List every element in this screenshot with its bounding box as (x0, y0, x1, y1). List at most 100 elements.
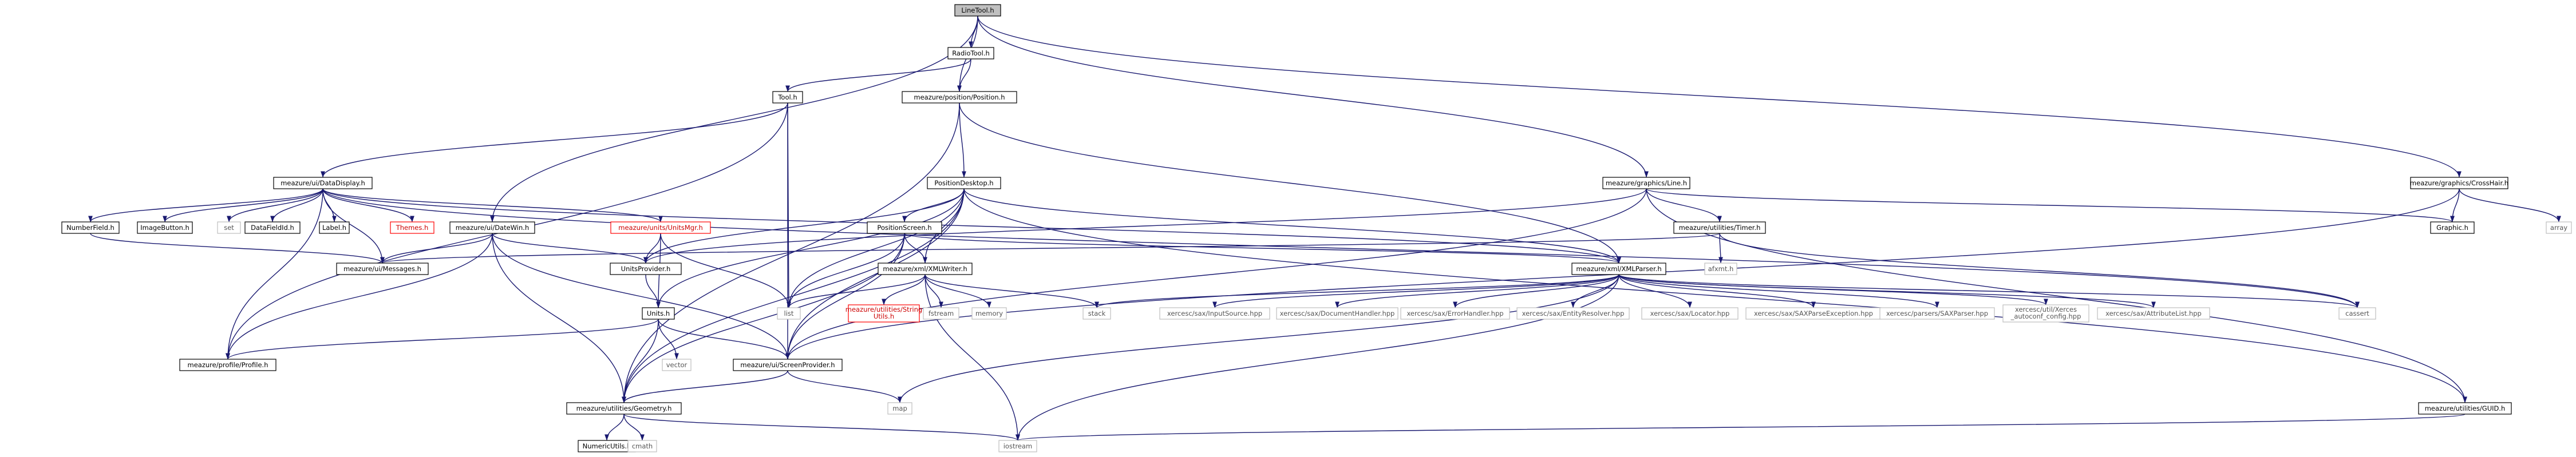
edge-datadisplay-to-messages (322, 188, 385, 264)
edge-posscreen-to-list (787, 233, 905, 308)
node-label: ImageButton.h (140, 224, 189, 232)
node-crosshair[interactable]: meazure/graphics/CrossHair.h (2410, 177, 2508, 189)
edge-unitsmgr-to-list (660, 233, 791, 308)
edge-xmlparser-to-map (898, 274, 1619, 403)
node-label: memory (975, 309, 1003, 317)
edge-units-to-geometry (622, 319, 659, 403)
node-screenprovider[interactable]: meazure/ui/ScreenProvider.h (733, 359, 843, 371)
node-datadisplay[interactable]: meazure/ui/DataDisplay.h (273, 177, 373, 189)
node-posscreen[interactable]: PositionScreen.h (867, 221, 942, 234)
node-box (336, 263, 429, 275)
node-label: meazure/utilities/Geometry.h (576, 404, 672, 412)
node-numberfield[interactable]: NumberField.h (61, 221, 120, 234)
node-unitsprovider[interactable]: UnitsProvider.h (610, 263, 682, 275)
node-label: Label.h (322, 224, 346, 232)
node-geometry[interactable]: meazure/utilities/Geometry.h (566, 402, 682, 415)
node-timer[interactable]: meazure/utilities/Timer.h (1673, 221, 1766, 234)
edge-datewin-to-screenprovider (492, 233, 790, 360)
edge-gline-to-timer (1646, 188, 1722, 222)
node-box (390, 221, 434, 234)
node-label: LineTool.h (961, 6, 994, 14)
node-iostream: iostream (998, 440, 1037, 452)
edge-screenprovider-to-map (787, 370, 902, 403)
node-linetool[interactable]: LineTool.h (954, 4, 1001, 17)
edge-datewin-to-messages (380, 233, 493, 264)
node-afxmt: afxmt.h (1704, 263, 1737, 275)
node-units[interactable]: Units.h (642, 307, 675, 320)
node-messages[interactable]: meazure/ui/Messages.h (336, 263, 429, 275)
node-box (319, 221, 350, 234)
node-xmlwriter[interactable]: meazure/xml/XMLWriter.h (878, 263, 973, 275)
node-label[interactable]: Label.h (319, 221, 350, 234)
edge-gline-to-graphic (1646, 188, 2455, 222)
node-box (1571, 263, 1666, 275)
edge-posscreen-to-xmlparser (904, 233, 1621, 264)
edge-geometry-to-numericutils (605, 414, 625, 441)
edge-posdesktop-to-screenprovider (785, 188, 965, 360)
node-errhandler: xercesc/sax/ErrorHandler.hpp (1400, 307, 1510, 320)
node-saxparser: xercesc/parsers/SAXParser.hpp (1879, 307, 1995, 320)
node-box (971, 307, 1007, 320)
node-gline[interactable]: meazure/graphics/Line.h (1602, 177, 1690, 189)
node-box (947, 47, 994, 59)
node-label: xercesc/sax/EntityResolver.hpp (1522, 309, 1625, 317)
node-box (610, 221, 711, 234)
node-box (627, 440, 657, 452)
node-box (1602, 177, 1690, 189)
edge-gline-to-screenprovider (785, 188, 1647, 360)
edge-xmlparser-to-stack (1095, 274, 1619, 308)
node-graphic[interactable]: Graphic.h (2430, 221, 2475, 234)
node-saxparseexc: xercesc/sax/SAXParseException.hpp (1745, 307, 1882, 320)
edge-xmlparser-to-attrlist (1618, 274, 2156, 308)
edge-xmlparser-to-saxparser (1618, 274, 1939, 308)
edge-linetool-to-datewin (490, 15, 978, 222)
node-locator: xercesc/sax/Locator.hpp (1641, 307, 1739, 320)
edge-datadisplay-to-profile (226, 188, 323, 360)
edge-datadisplay-to-themes (322, 188, 414, 222)
node-box (1082, 307, 1111, 320)
node-label: PositionScreen.h (877, 224, 931, 232)
node-tool[interactable]: Tool.h (772, 91, 803, 104)
node-label: meazure/xml/XMLParser.h (1576, 265, 1661, 273)
node-stack: stack (1082, 307, 1111, 320)
edge-crosshair-to-graphic (2450, 188, 2460, 222)
node-datewin[interactable]: meazure/ui/DateWin.h (449, 221, 535, 234)
node-map: map (887, 402, 912, 415)
node-box (1641, 307, 1739, 320)
node-box (1159, 307, 1270, 320)
edge-xmlwriter-to-iostream (924, 274, 1020, 441)
edge-datadisplay-to-set (227, 188, 323, 222)
node-label: DataFieldId.h (251, 224, 294, 232)
node-inputsource: xercesc/sax/InputSource.hpp (1159, 307, 1270, 320)
node-label: meazure/utilities/GUID.h (2425, 404, 2506, 412)
edge-radiotool-to-tool (785, 58, 971, 92)
node-label: meazure/ui/DataDisplay.h (280, 179, 365, 187)
node-position[interactable]: meazure/position/Position.h (902, 91, 1017, 104)
node-label: fstream (929, 309, 954, 317)
edge-posscreen-to-screenprovider (785, 233, 905, 360)
node-xmlparser[interactable]: meazure/xml/XMLParser.h (1571, 263, 1666, 275)
edge-linetool-to-gline (977, 15, 1649, 178)
node-box (2338, 307, 2376, 320)
node-label: array (2550, 224, 2567, 232)
node-label: meazure/xml/XMLWriter.h (883, 265, 967, 273)
node-datafielddd[interactable]: DataFieldId.h (244, 221, 301, 234)
node-imagebutton[interactable]: ImageButton.h (137, 221, 193, 234)
edge-datadisplay-to-xmlparser (322, 188, 1621, 264)
node-box (217, 221, 241, 234)
edge-datewin-to-profile (226, 233, 493, 360)
node-cassert: cassert (2338, 307, 2376, 320)
node-radiotool[interactable]: RadioTool.h (947, 47, 994, 59)
node-profile[interactable]: meazure/profile/Profile.h (179, 359, 276, 371)
edge-xmlparser-to-errhandler (1453, 274, 1619, 308)
node-box (887, 402, 912, 415)
node-numericutils[interactable]: NumericUtils.h (578, 440, 636, 452)
node-label: set (224, 224, 234, 232)
node-label: NumberField.h (66, 224, 114, 232)
edge-layer (88, 15, 2561, 448)
edge-xmlwriter-to-stack (924, 274, 1099, 308)
node-posdesktop[interactable]: PositionDesktop.h (927, 177, 1001, 189)
node-fstream: fstream (923, 307, 959, 320)
node-guid[interactable]: meazure/utilities/GUID.h (2418, 402, 2512, 415)
